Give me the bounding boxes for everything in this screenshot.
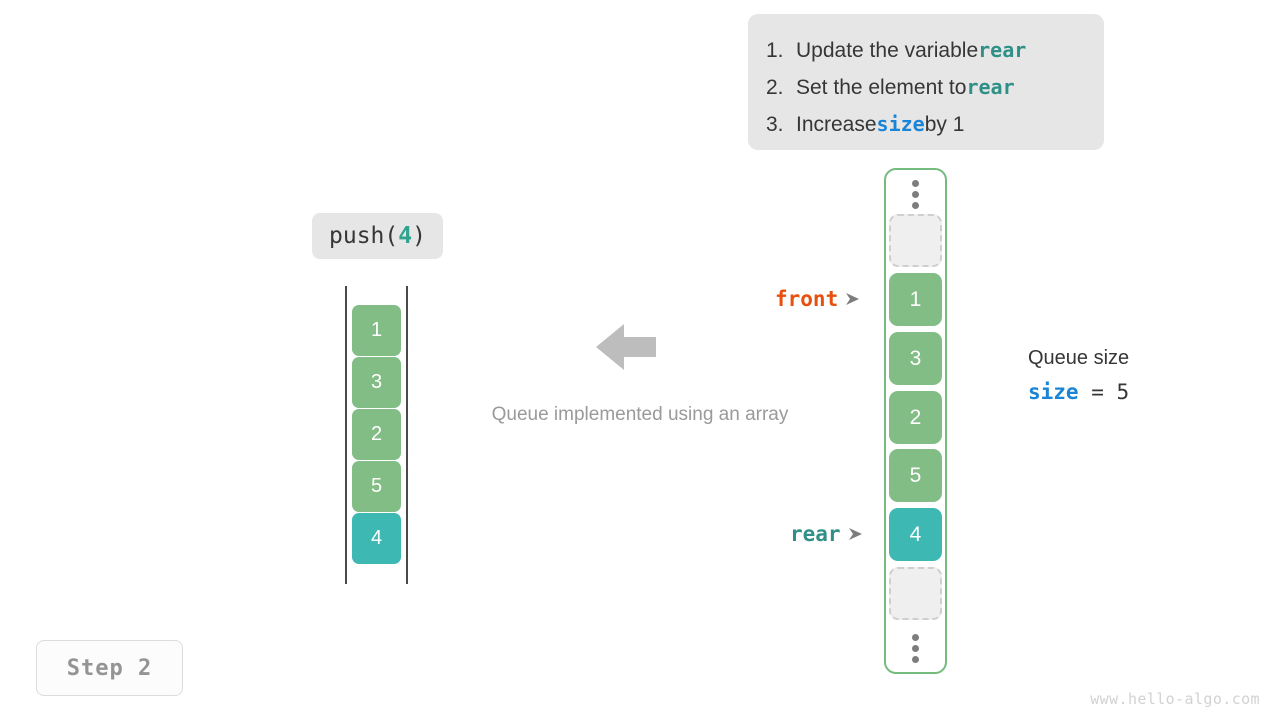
- queue-size-expression: size = 5: [1028, 379, 1129, 405]
- instruction-text-before: Update the variable: [796, 39, 979, 62]
- instruction-item: 3. Increase size by 1: [766, 106, 1082, 143]
- ring-slot: 5: [889, 449, 942, 502]
- instruction-code-rear: rear: [978, 38, 1027, 62]
- pointer-rear-label: rear: [790, 522, 841, 546]
- operation-label-push: push(4): [312, 213, 443, 259]
- pointer-front: front: [775, 287, 861, 311]
- queue-cell: 1: [352, 305, 401, 356]
- array-bracket-left: [345, 286, 347, 584]
- left-arrow-icon: [596, 322, 656, 372]
- step-badge: Step 2: [36, 640, 183, 696]
- pointer-arrow-icon: [845, 287, 861, 311]
- logical-queue-cells: 1 3 2 5 4: [352, 305, 401, 564]
- queue-cell: 5: [352, 461, 401, 512]
- pointer-front-label: front: [775, 287, 839, 311]
- instruction-code-rear: rear: [966, 75, 1015, 99]
- instruction-item: 1. Update the variable rear: [766, 32, 1082, 69]
- pointer-arrow-icon: [848, 522, 864, 546]
- instruction-number: 1.: [766, 39, 784, 62]
- instruction-text-before: Increase: [796, 113, 877, 136]
- instruction-code-size: size: [876, 112, 925, 136]
- ring-buffer-slots: 1 3 2 5 4: [884, 168, 947, 674]
- queue-cell-highlighted: 4: [352, 513, 401, 564]
- queue-cell: 3: [352, 357, 401, 408]
- queue-size-readout: Queue size size = 5: [1028, 343, 1129, 405]
- operation-argument: 4: [398, 223, 413, 249]
- ring-slot: 1: [889, 273, 942, 326]
- size-variable-name: size: [1028, 380, 1079, 404]
- ring-buffer-container: [884, 168, 947, 674]
- ring-slot-highlighted: 4: [889, 508, 942, 561]
- array-bracket-right: [406, 286, 408, 584]
- vertical-ellipsis-icon-top: [884, 180, 947, 209]
- instruction-text-before: Set the element to: [796, 76, 967, 99]
- ring-slot: 2: [889, 391, 942, 444]
- size-equals: =: [1078, 380, 1117, 404]
- logical-queue-array: 1 3 2 5 4: [344, 286, 410, 584]
- operation-close-paren: ): [412, 223, 426, 249]
- instruction-item: 2. Set the element to rear: [766, 69, 1082, 106]
- operation-name: push(: [329, 223, 399, 249]
- ring-slot-empty: [889, 214, 942, 267]
- instruction-text-after: by 1: [924, 113, 965, 136]
- queue-cell: 2: [352, 409, 401, 460]
- vertical-ellipsis-icon-bottom: [884, 634, 947, 663]
- instruction-number: 2.: [766, 76, 784, 99]
- ring-slot-empty: [889, 567, 942, 620]
- queue-size-title: Queue size: [1028, 347, 1130, 369]
- size-value: 5: [1116, 380, 1130, 404]
- pointer-rear: rear: [790, 522, 864, 546]
- watermark: www.hello-algo.com: [1090, 690, 1260, 708]
- instruction-panel: 1. Update the variable rear 2. Set the e…: [748, 14, 1104, 150]
- diagram-caption: Queue implemented using an array: [491, 404, 789, 425]
- ring-slot: 3: [889, 332, 942, 385]
- instruction-number: 3.: [766, 113, 784, 136]
